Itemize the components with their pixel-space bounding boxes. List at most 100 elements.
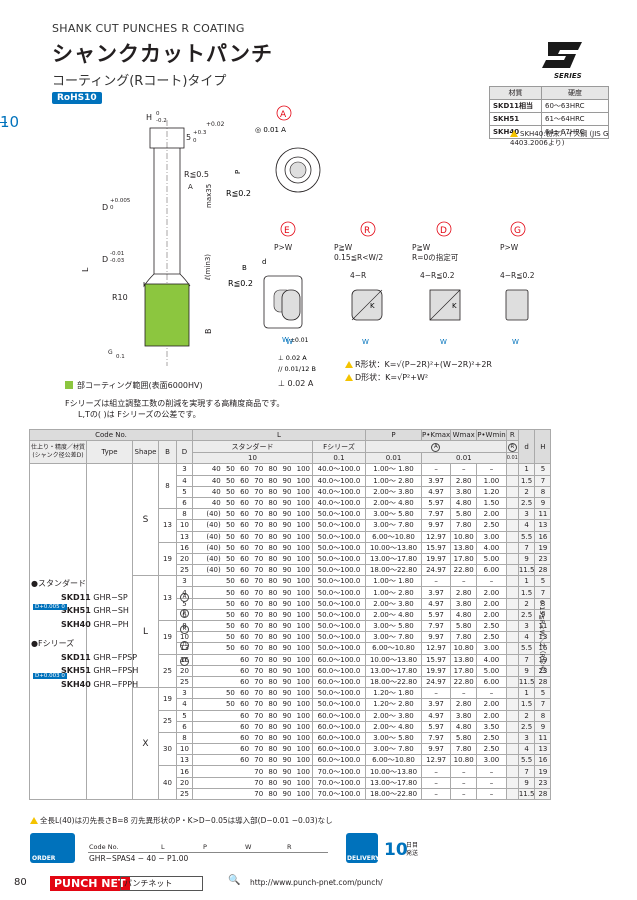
shape-code-E: E xyxy=(284,226,290,236)
svg-text:+0.02: +0.02 xyxy=(206,121,225,128)
Wmax-cell: 22.80 xyxy=(450,564,478,577)
L-std-cell: 50 60 70 80 90 100 xyxy=(192,575,313,588)
L-f-cell: 60.0〜100.0 xyxy=(312,709,366,722)
shape-variants: E R D G P>W P≧W 0.15≦R<W/2 P≧W R=0の指定可 P… xyxy=(274,221,535,346)
L-f-cell: 40.0〜100.0 xyxy=(312,485,366,498)
svg-text:-0.01: -0.01 xyxy=(110,251,124,257)
L-std-cell: 50 60 70 80 90 100 xyxy=(192,642,313,655)
PKmax-header: P•Kmax xyxy=(420,428,452,442)
b-cell: 13 xyxy=(158,575,177,621)
L-f-cell: 50.0〜100.0 xyxy=(312,597,366,610)
d-cell: 1 xyxy=(517,575,536,588)
coating-legend-swatch xyxy=(65,381,73,389)
L-std-cell: 60 70 80 90 100 xyxy=(192,720,313,733)
R-cell xyxy=(505,463,519,476)
H-header: H xyxy=(534,428,552,465)
D-cell: 25 xyxy=(176,564,193,577)
R-cell xyxy=(505,597,519,610)
R-cell xyxy=(505,776,519,789)
Wmax-cell: – xyxy=(450,687,478,700)
page-title: シャンクカットパンチ xyxy=(52,42,274,66)
L-standard-header: スタンダード xyxy=(192,440,313,454)
d-cell: 3 xyxy=(517,508,536,521)
R-cell xyxy=(505,720,519,733)
R-cell xyxy=(505,731,519,745)
PKmax-cell: 24.97 xyxy=(420,564,452,577)
Wmax-cell: – xyxy=(450,787,478,801)
PWmin-cell: 3.50 xyxy=(476,720,507,733)
H-cell: 19 xyxy=(534,765,552,778)
P-cell: 10.00〜13.80 xyxy=(365,653,422,666)
website-url[interactable]: http://www.punch-pnet.com/punch/ xyxy=(250,878,383,887)
H-cell: 5 xyxy=(534,463,552,476)
L-std-cell: 50 60 70 80 90 100 xyxy=(192,586,313,599)
svg-text:4−R≦0.2: 4−R≦0.2 xyxy=(420,271,455,280)
PWmin-cell: – xyxy=(476,463,507,476)
delivery-unit: 日目 発送 xyxy=(406,842,419,857)
PKmax-cell: 7.97 xyxy=(420,508,452,521)
Wmax-cell: 10.80 xyxy=(450,642,478,655)
PWmin-cell: 6.00 xyxy=(476,675,507,689)
f-series-note-2: L,Tの( )は Fシリーズの公差です。 xyxy=(78,410,201,419)
PWmin-cell: 3.00 xyxy=(476,642,507,655)
PKmax-cell: 12.97 xyxy=(420,642,452,655)
L-std-cell: 60 70 80 90 100 xyxy=(192,743,313,756)
L-std-cell: 50 60 70 80 90 100 xyxy=(192,608,313,622)
svg-text:B: B xyxy=(242,264,247,272)
L-std-cell: 70 80 90 100 xyxy=(192,787,313,801)
R-cell xyxy=(505,530,519,543)
L-f-series-header: Fシリーズ xyxy=(312,440,366,454)
L-std-cell: (40) 50 60 70 80 90 100 xyxy=(192,552,313,566)
R-cell xyxy=(505,642,519,655)
H-cell: 23 xyxy=(534,552,552,566)
L-f-cell: 50.0〜100.0 xyxy=(312,519,366,532)
svg-text:W: W xyxy=(282,336,289,344)
Wmax-cell: 7.80 xyxy=(450,519,478,532)
dim-B: B xyxy=(204,329,213,335)
P-cell: 10.00〜13.80 xyxy=(365,765,422,778)
D-cell: 8 xyxy=(176,508,193,521)
P-cell: 2.00〜 3.80 xyxy=(365,709,422,722)
Wmax-cell: 2.80 xyxy=(450,474,478,487)
L-f-cell: 60.0〜100.0 xyxy=(312,743,366,756)
svg-text:W: W xyxy=(512,338,519,346)
left-group-standard: ●スタンダード SKD11 GHR−SP SKH51 GHR−SH SKH40 … xyxy=(31,579,139,689)
dim-R10: R10 xyxy=(112,293,128,302)
rohs-badge: RoHS10 xyxy=(52,92,102,104)
P-cell: 10.00〜13.80 xyxy=(365,541,422,554)
coating-note: 部コーティング範囲(表面6000HV) xyxy=(77,381,203,390)
D-cell: 20 xyxy=(176,776,193,789)
d-cell: 4 xyxy=(517,743,536,756)
hardness-header: 硬度 xyxy=(541,86,609,100)
L-f-cell: 50.0〜100.0 xyxy=(312,508,366,521)
parallelism-tol: // 0.01/12 B xyxy=(278,365,316,373)
b-cell: 19 xyxy=(158,687,177,711)
d-cell: 7 xyxy=(517,541,536,554)
L-std-cell: 70 80 90 100 xyxy=(192,776,313,789)
P-cell: 13.00〜17.80 xyxy=(365,552,422,566)
H-cell: 9 xyxy=(534,608,552,622)
page-number: 80 xyxy=(14,877,27,888)
H-cell: 13 xyxy=(534,519,552,532)
PWmin-cell: 5.00 xyxy=(476,552,507,566)
Wmax-cell: 4.80 xyxy=(450,608,478,622)
hardness-cell: 64〜67HRC xyxy=(541,125,609,139)
P-cell: 3.00〜 5.80 xyxy=(365,731,422,745)
R-cell xyxy=(505,664,519,677)
svg-text:0: 0 xyxy=(156,111,160,117)
L-f-cell: 70.0〜100.0 xyxy=(312,776,366,789)
L-f-cell: 70.0〜100.0 xyxy=(312,787,366,801)
L-f-cell: 70.0〜100.0 xyxy=(312,765,366,778)
search-box[interactable]: パンチネット xyxy=(120,876,204,891)
search-icon[interactable]: 🔍 xyxy=(228,875,241,886)
PKmax-cell: 3.97 xyxy=(420,698,452,711)
PKmax-cell: 12.97 xyxy=(420,530,452,543)
type-cell xyxy=(86,463,133,800)
PWmin-cell: – xyxy=(476,687,507,700)
PKmax-cell: 5.97 xyxy=(420,496,452,510)
svg-text:0.15≦R<W/2: 0.15≦R<W/2 xyxy=(334,253,383,262)
